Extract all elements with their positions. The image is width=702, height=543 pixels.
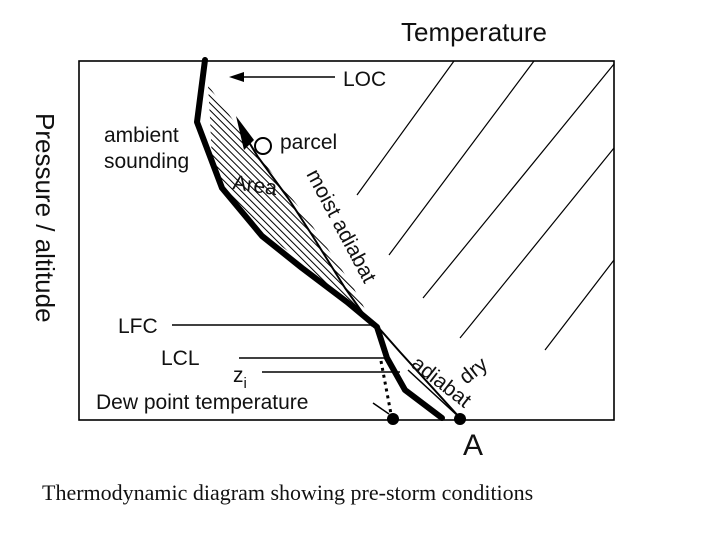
ambient-sounding-line — [194, 57, 445, 421]
dew-point-surface-dot — [387, 413, 399, 425]
parcel-arrow-shaft — [243, 133, 259, 158]
lcl-label: LCL — [161, 347, 200, 370]
point-a-label: A — [463, 429, 483, 462]
plot-frame — [78, 60, 615, 421]
ambient-label-line2: sounding — [104, 150, 189, 173]
dew-point-label: Dew point temperature — [96, 391, 308, 414]
dry-adiabat-parcel-line-2 — [407, 369, 461, 419]
parcel-marker — [254, 137, 272, 155]
ambient-label-line1: ambient — [104, 124, 179, 147]
lfc-label: LFC — [118, 315, 158, 338]
dry-adiabat-parcel-line — [376, 325, 461, 419]
figure-caption: Thermodynamic diagram showing pre-storm … — [42, 480, 533, 505]
dew-point-line — [379, 360, 393, 415]
loc-label: LOC — [343, 68, 386, 91]
moist-adiabat-line — [257, 156, 373, 327]
dew-point-leader — [372, 402, 390, 415]
dry-adiabat-guides — [356, 60, 615, 351]
parcel-label: parcel — [280, 131, 337, 154]
pressure-altitude-axis-label: Pressure / altitude — [30, 113, 60, 323]
point-a-dot — [454, 413, 466, 425]
zi-label: zi — [233, 364, 247, 392]
temperature-axis-label: Temperature — [401, 17, 547, 47]
loc-arrowhead — [229, 72, 244, 82]
